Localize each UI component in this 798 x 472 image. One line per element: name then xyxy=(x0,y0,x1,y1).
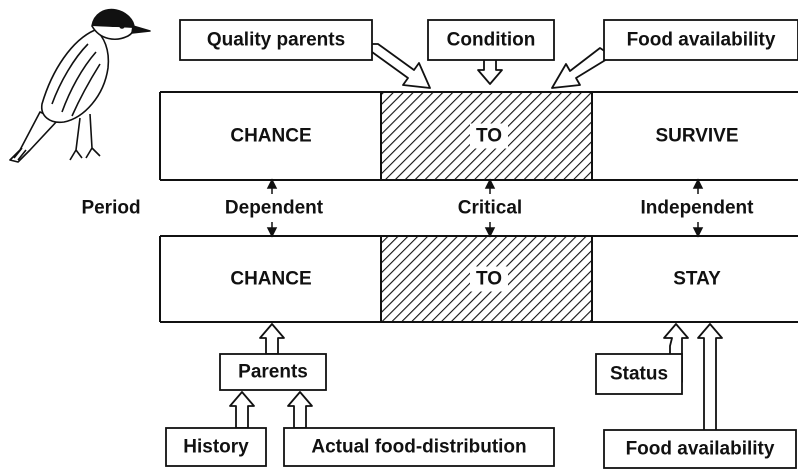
cell-chance-survive: CHANCE xyxy=(230,125,312,147)
arrow-independent xyxy=(692,178,704,238)
cell-to-survive: TO xyxy=(469,123,509,149)
bird-icon xyxy=(9,8,151,163)
arrow-food-availability-top xyxy=(551,47,613,89)
arrow-parents xyxy=(259,323,285,355)
label-status: Status xyxy=(609,363,669,385)
label-quality-parents: Quality parents xyxy=(206,29,346,51)
arrow-quality-parents xyxy=(361,43,431,89)
box-food-availability-bottom xyxy=(603,429,797,469)
label-condition: Condition xyxy=(446,29,536,51)
label-independent: Independent xyxy=(640,197,754,219)
cell-to-stay: TO xyxy=(469,266,509,292)
label-parents: Parents xyxy=(238,361,308,383)
label-actual-food: Actual food-distribution xyxy=(311,436,527,458)
arrow-dependent xyxy=(266,178,278,238)
box-history xyxy=(165,427,267,467)
arrow-critical xyxy=(484,178,496,238)
box-quality-parents xyxy=(179,19,373,61)
label-dependent: Dependent xyxy=(224,197,324,219)
arrow-actual-food xyxy=(287,391,313,429)
label-period: Period xyxy=(81,197,141,219)
label-food-availability-bottom: Food availability xyxy=(625,438,775,460)
cell-chance-stay: CHANCE xyxy=(230,268,312,290)
arrow-history xyxy=(229,391,255,429)
label-critical: Critical xyxy=(457,197,523,219)
box-parents xyxy=(219,353,327,391)
box-condition xyxy=(427,19,555,61)
box-food-availability-top xyxy=(603,19,798,61)
cell-survive: SURVIVE xyxy=(655,125,739,147)
box-actual-food xyxy=(283,427,555,467)
label-history: History xyxy=(183,436,249,458)
label-food-availability-top: Food availability xyxy=(626,29,776,51)
box-status xyxy=(595,353,683,395)
cell-stay: STAY xyxy=(673,268,721,290)
